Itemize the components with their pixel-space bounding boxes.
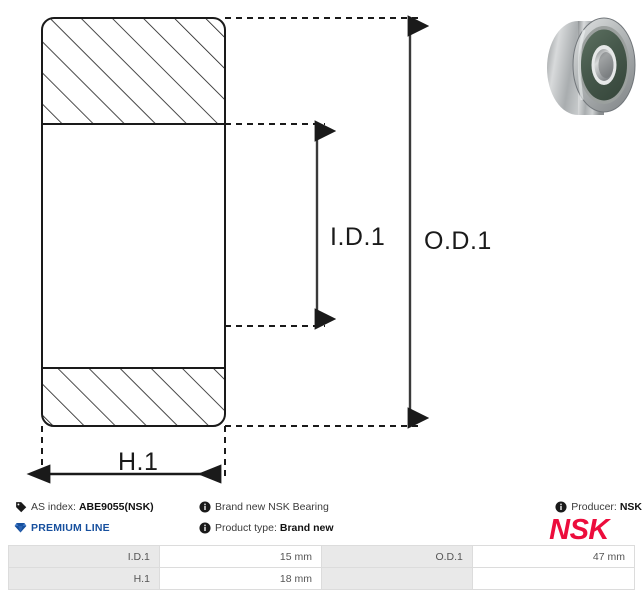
info-column-left: AS index: ABE9055(NSK) PREMIUM LINE: [14, 496, 224, 538]
as-index-line: AS index: ABE9055(NSK): [14, 496, 224, 517]
as-index-value: ABE9055(NSK): [78, 500, 154, 513]
spec-label-od: O.D.1: [320, 545, 473, 568]
producer-value: NSK: [619, 500, 642, 513]
id-dimension-label: I.D.1: [330, 223, 385, 251]
info-column-middle: Brand new NSK Bearing Product type: Bran…: [198, 496, 428, 538]
premium-line-label: PREMIUM LINE: [31, 521, 110, 534]
info-column-right: Producer: NSK NSK: [452, 496, 642, 545]
spec-value-od: 47 mm: [471, 545, 636, 568]
brand-description-text: Brand new NSK Bearing: [215, 500, 329, 513]
nsk-brand-logo: NSK: [520, 514, 638, 544]
brand-description-line: Brand new NSK Bearing: [198, 496, 428, 517]
svg-text:NSK: NSK: [549, 514, 611, 544]
bearing-bore-section: [41, 124, 226, 368]
spec-value-id: 15 mm: [158, 545, 322, 568]
od-dimension-label: O.D.1: [424, 227, 492, 255]
product-photo: [538, 6, 637, 120]
bearing-upper-section: [41, 17, 226, 125]
technical-drawing: I.D.1 O.D.1 H.1: [26, 15, 492, 484]
spec-label-empty: [320, 567, 473, 590]
premium-line: PREMIUM LINE: [14, 517, 224, 538]
spec-label-id: I.D.1: [8, 545, 160, 568]
spec-value-empty: [471, 567, 636, 590]
product-type-value: Brand new: [279, 521, 334, 534]
producer-line: Producer: NSK: [452, 496, 642, 517]
spec-label-h: H.1: [8, 567, 160, 590]
as-index-label: AS index:: [31, 500, 76, 513]
info-icon: [554, 500, 567, 513]
diamond-icon: [14, 521, 27, 534]
specification-table-body: I.D.1 15 mm O.D.1 47 mm H.1 18 mm: [8, 545, 636, 590]
product-type-line: Product type: Brand new: [198, 517, 428, 538]
spec-value-h: 18 mm: [158, 567, 322, 590]
product-info-strip: AS index: ABE9055(NSK) PREMIUM LINE: [0, 496, 643, 545]
table-row: H.1 18 mm: [8, 567, 636, 590]
producer-label: Producer:: [571, 500, 617, 513]
specification-table: I.D.1 15 mm O.D.1 47 mm H.1 18 mm: [8, 545, 636, 590]
table-row: I.D.1 15 mm O.D.1 47 mm: [8, 545, 636, 568]
info-icon: [198, 521, 211, 534]
info-icon: [198, 500, 211, 513]
bearing-lower-section: [41, 367, 226, 427]
tag-icon: [14, 500, 27, 513]
product-type-label: Product type:: [215, 521, 277, 534]
h-dimension-label: H.1: [118, 448, 158, 476]
